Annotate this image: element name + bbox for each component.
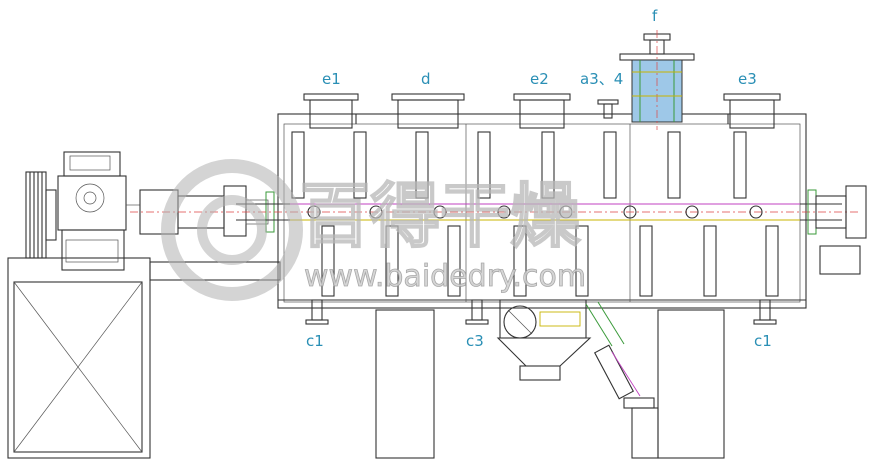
top-nozzles: [303, 93, 781, 129]
support-legs: [305, 299, 777, 459]
label-c1-left: c1: [306, 332, 324, 350]
main-shaft: [130, 203, 860, 221]
watermark-chinese-text: 百得干燥: [300, 174, 581, 257]
label-e3: e3: [738, 70, 757, 88]
label-d: d: [421, 70, 431, 88]
label-f: f: [652, 7, 658, 25]
right-end-bearing: [807, 185, 867, 275]
label-c1-right: c1: [754, 332, 772, 350]
belt-pulley: [25, 171, 57, 259]
feed-hopper-f: [619, 30, 695, 130]
discharge-valve: [496, 299, 592, 381]
gear-reducer: [57, 151, 140, 271]
watermark: 百得干燥 www.baidedry.com: [161, 159, 587, 301]
agitator-paddles: [291, 131, 779, 297]
watermark-url: www.baidedry.com: [304, 259, 586, 294]
label-e2: e2: [530, 70, 549, 88]
label-e1: e1: [322, 70, 341, 88]
label-c3: c3: [466, 332, 484, 350]
label-a3-4: a3、4: [580, 70, 623, 88]
dryer-trough-body: [277, 113, 807, 309]
discharge-linkage: [585, 301, 659, 459]
